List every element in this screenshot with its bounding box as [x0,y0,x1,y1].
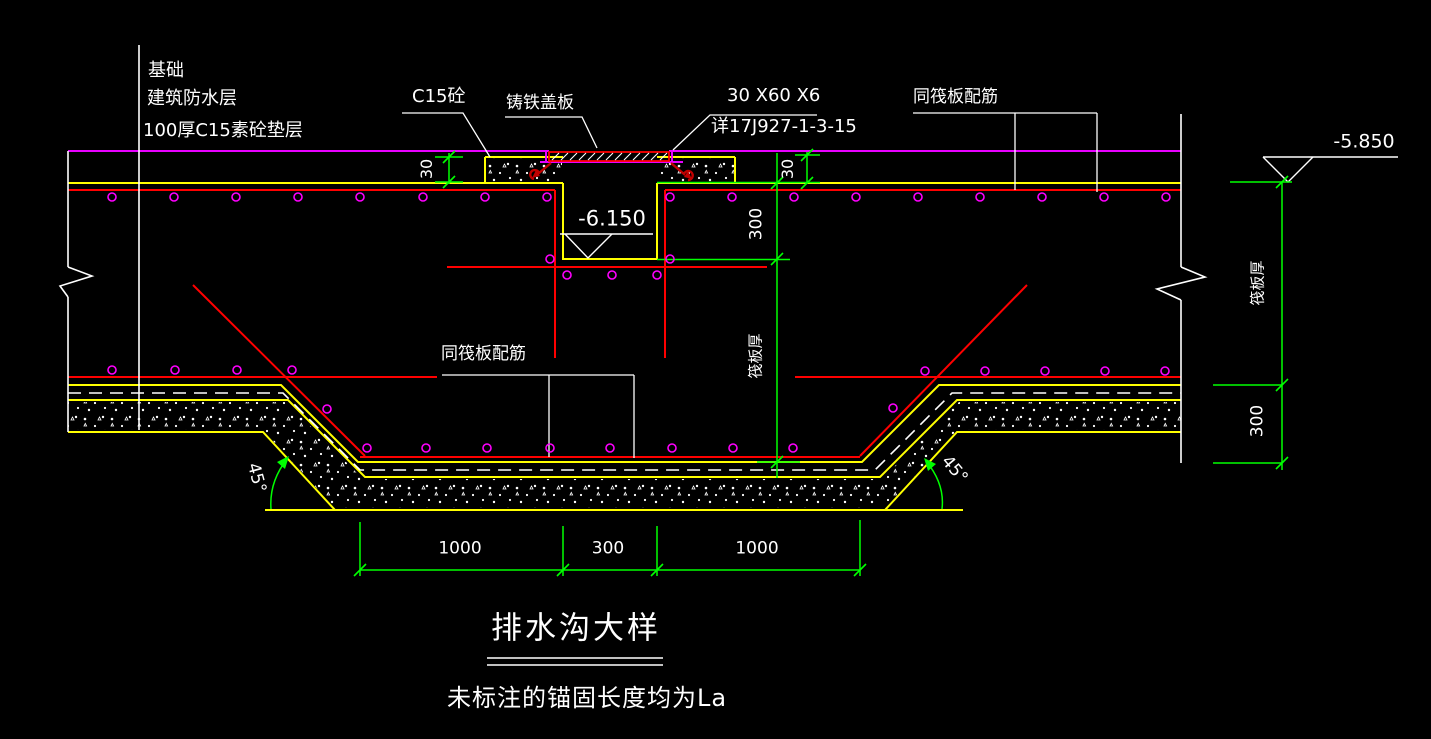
elevation-slab-top: -5.850 [1333,130,1395,153]
dim-bottom-300: 300 [591,538,625,559]
rebar-dots [107,192,1171,453]
membrane-lines [68,150,1181,163]
dimension-ticks [353,148,1289,577]
dim-trench-depth: 300 [746,207,767,241]
label-same-as-raft-bottom: 同筏板配筋 [441,344,526,364]
dim-raft-thickness-mid: 筏板厚 [746,333,765,379]
dim-bottom-left-1000: 1000 [438,538,482,559]
label-waterproofing: 建筑防水层 [147,88,237,109]
dim-step-right: 300 [1247,404,1268,438]
elevation-marker-trench [560,233,653,260]
label-foundation: 基础 [148,60,184,81]
label-angle-steel: 30 X60 X6 [727,85,821,106]
cover-plate [548,151,670,162]
title-underline [487,657,663,666]
section-edges [58,45,1208,463]
dimension-lines [270,152,1292,576]
drawing-note: 未标注的锚固长度均为La [447,684,728,712]
label-cushion: 100厚C15素砼垫层 [143,120,303,141]
rebar-lines [68,189,1181,458]
concrete-stipple-fills [68,158,1181,508]
break-symbol-right [1154,266,1208,301]
dim-bottom-right-1000: 1000 [735,538,779,559]
anchor-hooks [529,162,694,182]
dim-recess-right: 30 [778,158,797,180]
label-atlas-ref: 详17J927-1-3-15 [711,116,857,137]
break-symbol-left [58,266,95,298]
label-same-as-raft-top: 同筏板配筋 [913,87,998,107]
label-c15-concrete: C15砼 [412,86,466,107]
elevation-trench-bottom: -6.150 [578,206,646,231]
leader-lines [402,112,1098,458]
concrete-outlines [68,156,1181,511]
slope-arc-arrowheads [277,456,936,471]
dim-raft-thickness-right: 筏板厚 [1248,260,1267,306]
elevation-marker-slab [1262,156,1398,183]
waterproofing-dashed-line [68,392,1181,471]
dim-recess-left: 30 [417,158,436,180]
label-cast-iron-cover: 铸铁盖板 [506,93,574,113]
drawing-title: 排水沟大样 [491,610,661,647]
